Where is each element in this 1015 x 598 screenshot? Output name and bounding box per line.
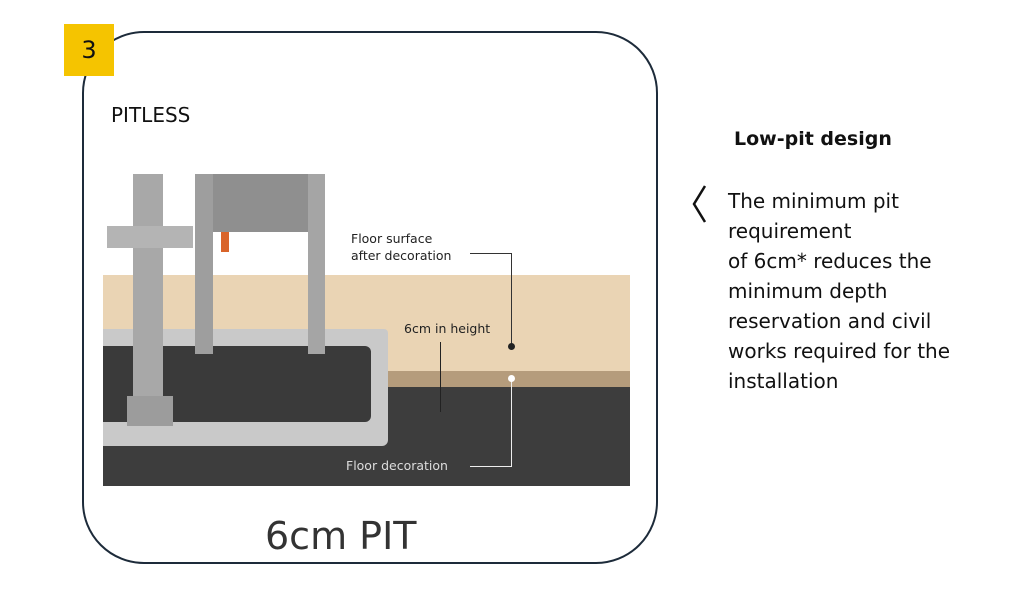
lift-base-plate xyxy=(127,396,173,426)
section-heading: Low-pit design xyxy=(734,128,892,150)
leader-line-top-h xyxy=(470,253,512,254)
description-line: reservation and civil xyxy=(728,309,932,333)
leader-line-bottom-h xyxy=(470,466,512,467)
label-floor-surface-2: after decoration xyxy=(351,248,452,263)
lift-column-left xyxy=(133,174,163,424)
description-line: The minimum pit xyxy=(728,189,899,213)
leader-dot-top xyxy=(508,343,515,350)
card-title: PITLESS xyxy=(111,103,191,127)
label-floor-surface-1: Floor surface xyxy=(351,231,433,246)
description-line: installation xyxy=(728,369,839,393)
pit-caption: 6cm PIT xyxy=(265,514,417,558)
lift-column-mid xyxy=(195,174,213,354)
lift-cabin xyxy=(213,174,311,232)
pit-illustration: Floor surface after decoration 6cm in he… xyxy=(103,174,630,486)
step-number-badge: 3 xyxy=(64,24,114,76)
leader-dot-bottom xyxy=(508,375,515,382)
description-line: of 6cm* reduces the xyxy=(728,249,932,273)
content-card xyxy=(82,31,658,564)
leader-line-top-v xyxy=(511,253,512,347)
description-line: minimum depth xyxy=(728,279,888,303)
label-height: 6cm in height xyxy=(404,321,491,336)
leader-line-bottom-v xyxy=(511,378,512,467)
description-line: requirement xyxy=(728,219,852,243)
orange-bracket xyxy=(221,232,229,252)
lift-column-right xyxy=(308,174,325,354)
description-text: The minimum pit requirement of 6cm* redu… xyxy=(728,186,950,396)
label-floor-decoration: Floor decoration xyxy=(346,458,448,473)
height-arrow xyxy=(440,342,441,412)
description-line: works required for the xyxy=(728,339,951,363)
chevron-left-icon xyxy=(692,185,707,223)
lift-crossbar xyxy=(107,226,193,248)
